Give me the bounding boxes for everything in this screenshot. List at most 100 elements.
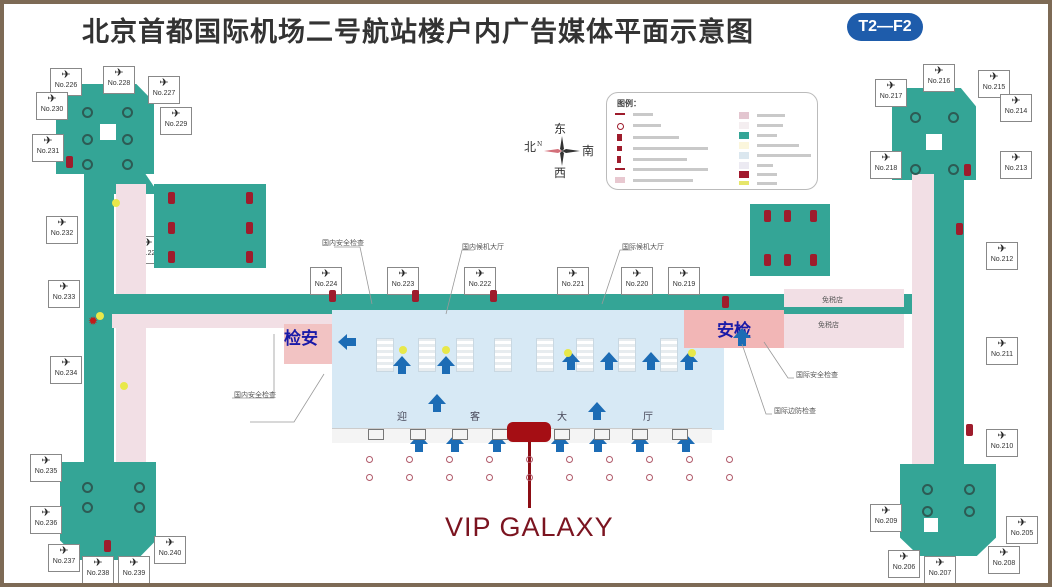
security-label-left: 检安 xyxy=(284,329,318,349)
elevator-icon xyxy=(82,107,93,118)
gate-sign: ✈No.239 xyxy=(118,556,150,583)
pole-ad-icon xyxy=(446,456,453,463)
gate-sign: ✈No.240 xyxy=(154,536,186,564)
elevator-icon xyxy=(922,506,933,517)
hall-char: 客 xyxy=(470,412,480,423)
arrow-up-icon xyxy=(437,356,455,374)
plane-icon: ✈ xyxy=(568,268,578,280)
ad-lightbox xyxy=(966,424,973,436)
ad-spot-icon: ✹ xyxy=(88,314,99,328)
seating-area xyxy=(576,338,594,372)
duty-free-area xyxy=(784,314,904,348)
ad-lightbox xyxy=(810,210,817,222)
gate-sign: ✈No.208 xyxy=(988,546,1020,574)
legend-box: 图例： xyxy=(606,92,818,190)
vip-galaxy-label: VIP GALAXY xyxy=(445,512,614,542)
elevator-icon xyxy=(122,107,133,118)
elevator-icon xyxy=(82,482,93,493)
gate-sign: ✈No.234 xyxy=(50,356,82,384)
info-point-icon xyxy=(112,199,120,207)
plane-icon: ✈ xyxy=(171,108,181,120)
plane-icon: ✈ xyxy=(93,557,103,569)
elevator-icon xyxy=(82,502,93,513)
elevator-icon xyxy=(82,134,93,145)
ad-lightbox xyxy=(412,290,419,302)
info-point-icon xyxy=(96,312,104,320)
gate-sign: ✈No.213 xyxy=(1000,151,1032,179)
plane-icon: ✈ xyxy=(475,268,485,280)
legend-swatch xyxy=(615,177,625,183)
gate-sign: ✈No.224 xyxy=(310,267,342,295)
legend-text xyxy=(633,113,653,116)
plane-icon: ✈ xyxy=(57,217,67,229)
gate-sign: ✈No.220 xyxy=(621,267,653,295)
label-domestic-security-left: 国内安全检查 xyxy=(234,391,276,399)
walkway xyxy=(116,324,146,464)
pier-bottom-right xyxy=(900,464,996,556)
label-domestic-security: 国内安全检查 xyxy=(322,239,364,247)
plane-icon: ✈ xyxy=(934,65,944,77)
ad-lightbox xyxy=(784,210,791,222)
compass-north-tag: N xyxy=(537,141,543,148)
legend-swatch xyxy=(739,171,749,178)
plane-icon: ✈ xyxy=(47,93,57,105)
gate-sign: ✈No.238 xyxy=(82,556,114,583)
elevator-icon xyxy=(910,112,921,123)
legend-text xyxy=(757,173,777,176)
plane-icon: ✈ xyxy=(398,268,408,280)
arrow-up-icon xyxy=(588,402,606,420)
ad-lightbox xyxy=(168,251,175,263)
legend-text xyxy=(633,124,661,127)
pole-ad-icon xyxy=(726,456,733,463)
ad-lightbox xyxy=(784,254,791,266)
gate-sign: ✈No.231 xyxy=(32,134,64,162)
legend-text xyxy=(757,134,777,137)
gate-sign: ✈No.212 xyxy=(986,242,1018,270)
legend-text xyxy=(633,179,693,182)
legend-title: 图例： xyxy=(617,99,641,108)
seating-area xyxy=(618,338,636,372)
duty-free-area xyxy=(784,289,904,307)
plane-icon: ✈ xyxy=(679,268,689,280)
label-duty-free: 免税店 xyxy=(822,296,843,304)
legend-swatch xyxy=(617,146,622,151)
central-hall xyxy=(332,310,724,430)
legend-text xyxy=(633,136,679,139)
pole-ad-icon xyxy=(366,456,373,463)
elevator-icon xyxy=(922,484,933,495)
arrow-up-icon xyxy=(562,352,580,370)
gate-sign: ✈No.232 xyxy=(46,216,78,244)
legend-text xyxy=(757,114,785,117)
kiosk xyxy=(632,429,648,440)
gate-sign: ✈No.237 xyxy=(48,544,80,572)
elevator-icon xyxy=(122,159,133,170)
seating-area xyxy=(456,338,474,372)
label-domestic-hall: 国内候机大厅 xyxy=(462,243,504,251)
info-point-icon xyxy=(688,349,696,357)
pier-right-corridor xyxy=(934,174,964,474)
plane-icon: ✈ xyxy=(997,338,1007,350)
arrow-up-icon xyxy=(600,352,618,370)
pole-ad-icon xyxy=(686,474,693,481)
arrow-up-icon xyxy=(393,356,411,374)
pole-ad-icon xyxy=(686,456,693,463)
walkway xyxy=(112,314,332,328)
compass-north: 北 xyxy=(524,140,537,154)
pole-ad-icon xyxy=(646,474,653,481)
gate-sign: ✈No.207 xyxy=(924,556,956,583)
label-international-security: 国际安全检查 xyxy=(796,371,838,379)
plane-icon: ✈ xyxy=(935,557,945,569)
kiosk xyxy=(452,429,468,440)
pole-ad-icon xyxy=(606,456,613,463)
vip-galaxy-marker[interactable] xyxy=(507,422,551,442)
plane-icon: ✈ xyxy=(881,152,891,164)
pole-ad-icon xyxy=(486,456,493,463)
plane-icon: ✈ xyxy=(129,557,139,569)
terminal-floor-badge: T2—F2 xyxy=(847,13,923,41)
pole-ad-icon xyxy=(526,456,533,463)
leader-lines xyxy=(232,246,794,423)
plane-icon: ✈ xyxy=(881,505,891,517)
plane-icon: ✈ xyxy=(1011,95,1021,107)
pole-ad-icon xyxy=(486,474,493,481)
plane-icon: ✈ xyxy=(999,547,1009,559)
